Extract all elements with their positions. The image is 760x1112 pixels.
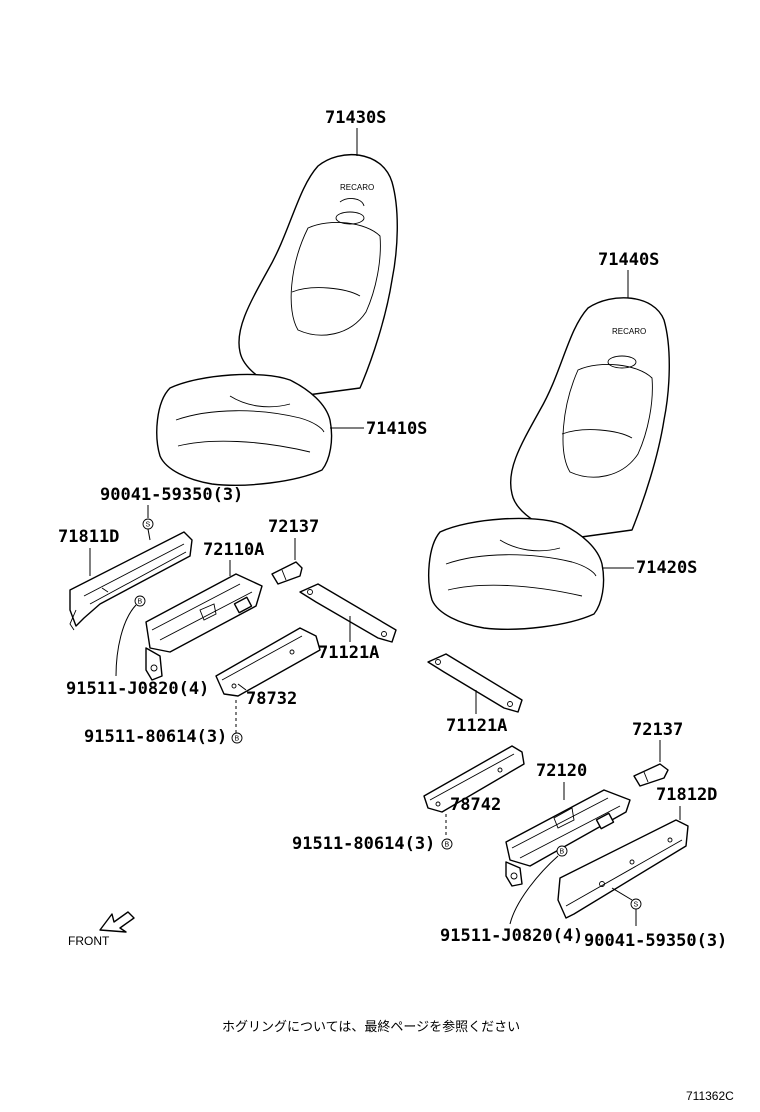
label-78742: 78742 (450, 795, 501, 815)
bolt-symbol-right: B (556, 845, 568, 857)
screw-symbol-left: S (142, 518, 154, 530)
seat-shield-right[interactable] (557, 819, 689, 919)
label-91511-80614-right: 91511-80614(3) (292, 834, 435, 854)
label-71811D: 71811D (58, 527, 119, 547)
label-71812D: 71812D (656, 785, 717, 805)
screw-symbol-right: S (630, 898, 642, 910)
rail-right[interactable] (423, 745, 525, 813)
seat-back-left[interactable]: RECARO (238, 154, 398, 397)
hog-ring-note: ホグリングについては、最終ページを参照ください (222, 1019, 520, 1035)
label-71121A-left: 71121A (318, 643, 379, 663)
label-71430S: 71430S (325, 108, 386, 128)
label-71440S: 71440S (598, 250, 659, 270)
label-91511-80614-left: 91511-80614(3) (84, 727, 227, 747)
bolt-symbol-left: B (134, 595, 146, 607)
bracket-left[interactable] (299, 583, 397, 643)
seat-adjuster-left[interactable] (145, 573, 263, 681)
label-71420S: 71420S (636, 558, 697, 578)
seat-adjuster-right[interactable] (505, 789, 631, 887)
seat-cushion-right[interactable] (428, 517, 605, 630)
svg-text:B: B (235, 736, 240, 743)
diagram-id: 711362C (686, 1089, 734, 1103)
svg-text:B: B (560, 849, 565, 856)
svg-text:B: B (445, 842, 450, 849)
label-72110A: 72110A (203, 540, 264, 560)
label-72137-right: 72137 (632, 720, 683, 740)
seat-cushion-left[interactable] (156, 373, 333, 486)
label-91511-J0820-left: 91511-J0820(4) (66, 679, 209, 699)
brand-text-right: RECARO (612, 327, 646, 336)
label-71410S: 71410S (366, 419, 427, 439)
bolt-symbol-80614-left: B (231, 732, 243, 744)
front-arrow-icon (99, 911, 135, 933)
bolt-symbol-80614-right: B (441, 838, 453, 850)
svg-text:S: S (146, 522, 151, 529)
rail-left[interactable] (215, 627, 321, 697)
handle-right[interactable] (633, 763, 669, 787)
handle-left[interactable] (271, 561, 303, 585)
label-91511-J0820-right: 91511-J0820(4) (440, 926, 583, 946)
front-label: FRONT (68, 934, 110, 948)
label-72137-left: 72137 (268, 517, 319, 537)
svg-text:S: S (634, 902, 639, 909)
label-90041-right: 90041-59350(3) (584, 931, 727, 951)
seat-shield-left[interactable] (69, 531, 193, 631)
label-78732: 78732 (246, 689, 297, 709)
label-72120: 72120 (536, 761, 587, 781)
bracket-right[interactable] (427, 653, 523, 713)
svg-text:B: B (138, 599, 143, 606)
seat-back-right[interactable]: RECARO (509, 297, 670, 539)
label-71121A-right: 71121A (446, 716, 507, 736)
brand-text-left: RECARO (340, 183, 374, 192)
label-90041-left: 90041-59350(3) (100, 485, 243, 505)
